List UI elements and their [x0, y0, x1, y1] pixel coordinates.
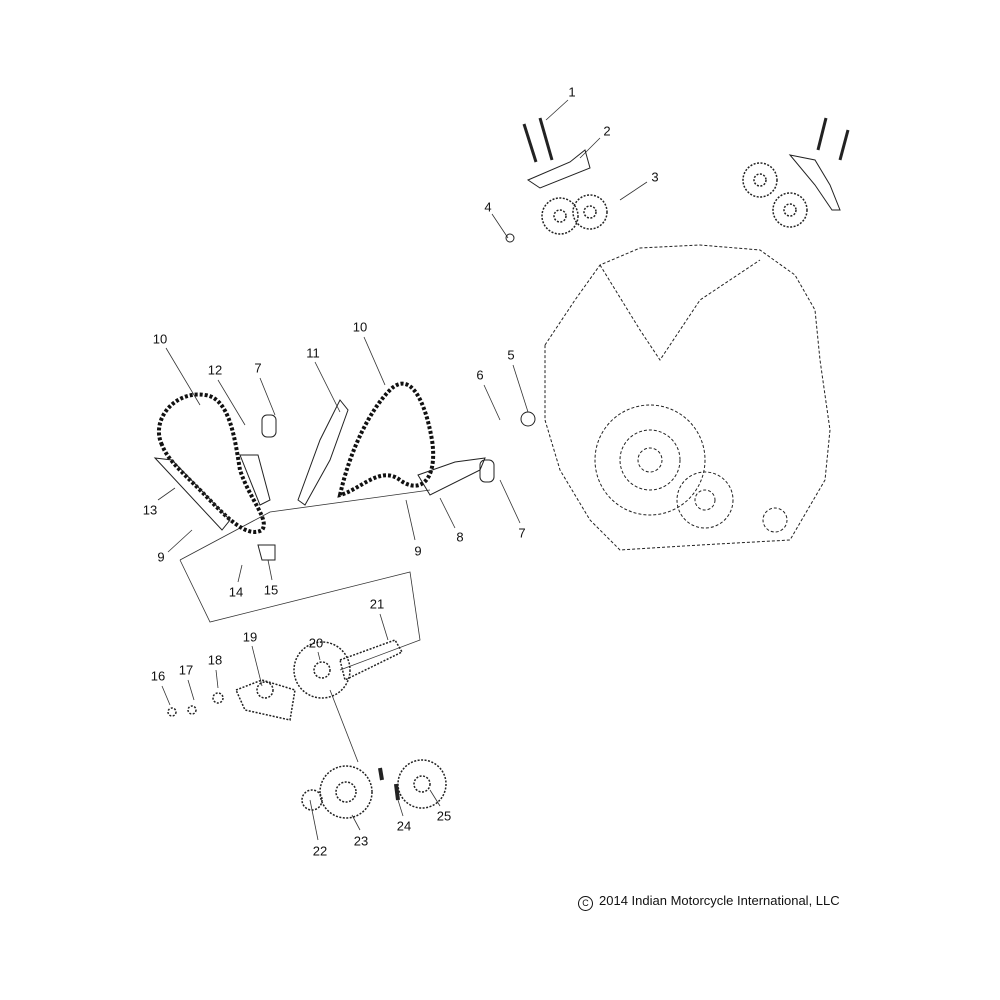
callout-16[interactable]: 16	[150, 668, 166, 684]
callout-11[interactable]: 11	[306, 345, 320, 361]
callout-7[interactable]: 7	[518, 525, 526, 541]
callout-20[interactable]: 20	[308, 635, 324, 651]
callout-15[interactable]: 15	[263, 582, 279, 598]
callout-25[interactable]: 25	[436, 808, 452, 824]
copyright-icon: C	[578, 896, 593, 911]
callout-7[interactable]: 7	[254, 360, 262, 376]
callout-13[interactable]: 13	[142, 502, 158, 518]
crank-gears	[167, 639, 447, 819]
bolts-and-guides	[505, 117, 850, 427]
callout-9[interactable]: 9	[414, 543, 422, 559]
callout-17[interactable]: 17	[178, 662, 194, 678]
callout-12[interactable]: 12	[207, 362, 223, 378]
callout-24[interactable]: 24	[396, 818, 412, 834]
callout-2[interactable]: 2	[603, 123, 611, 139]
callout-21[interactable]: 21	[369, 596, 385, 612]
engine-assembly	[544, 244, 831, 551]
callout-18[interactable]: 18	[207, 652, 223, 668]
copyright-notice: C 2014 Indian Motorcycle International, L…	[578, 893, 840, 911]
callout-23[interactable]: 23	[353, 833, 369, 849]
callout-14[interactable]: 14	[228, 584, 244, 600]
callout-22[interactable]: 22	[312, 843, 328, 859]
callout-1[interactable]: 1	[568, 84, 576, 100]
callout-10[interactable]: 10	[352, 319, 368, 335]
timing-chains	[156, 381, 436, 534]
chain-guides	[153, 399, 495, 561]
callout-19[interactable]: 19	[242, 629, 258, 645]
leader-lines	[157, 99, 648, 841]
callout-3[interactable]: 3	[651, 169, 659, 185]
cam-sprockets	[541, 162, 808, 235]
callout-6[interactable]: 6	[476, 367, 484, 383]
copyright-text: 2014 Indian Motorcycle International, LL…	[599, 893, 840, 908]
callout-8[interactable]: 8	[456, 529, 464, 545]
callout-4[interactable]: 4	[484, 199, 492, 215]
callout-5[interactable]: 5	[507, 347, 515, 363]
callout-10[interactable]: 10	[152, 331, 168, 347]
callout-9[interactable]: 9	[157, 549, 165, 565]
